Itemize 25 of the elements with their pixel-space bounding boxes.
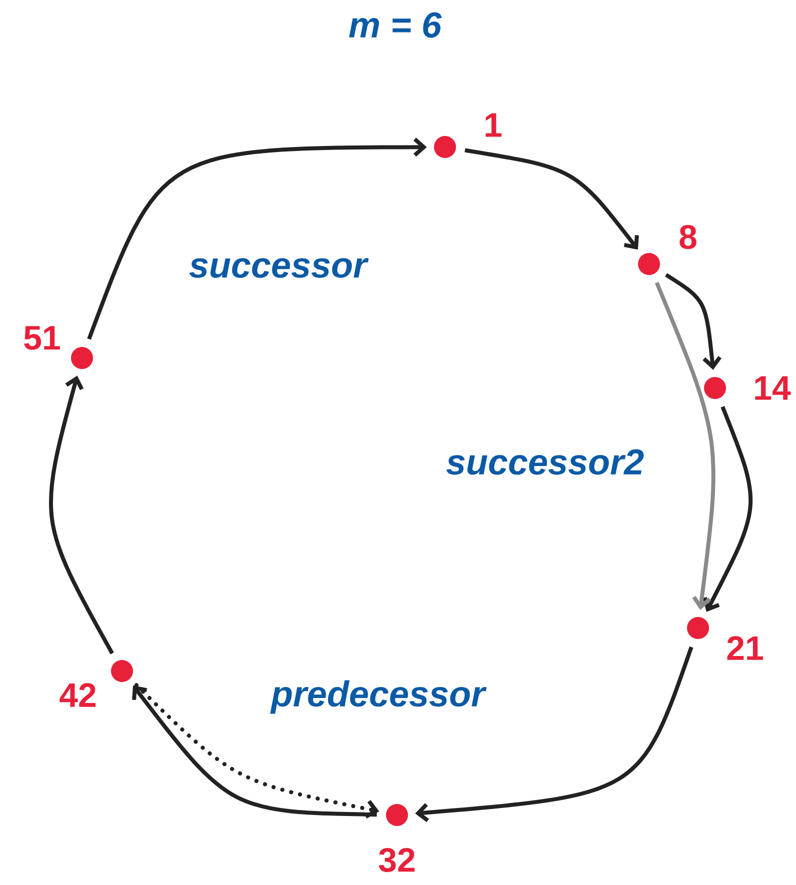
arrow	[415, 646, 694, 822]
ring-node: 51	[24, 326, 93, 369]
ring-node: 1	[434, 113, 502, 158]
ring-node: 21	[687, 617, 763, 660]
ring-node: 32	[378, 804, 415, 872]
node-label: 8	[680, 224, 696, 250]
arrow	[464, 148, 639, 250]
node-label: 14	[755, 376, 791, 400]
arrow	[702, 406, 752, 612]
arrow	[87, 138, 427, 340]
ring-node: 14	[704, 376, 791, 400]
node-label: 1	[486, 113, 502, 137]
node-label: 42	[60, 683, 96, 707]
title: m = 6	[349, 12, 442, 38]
node-label: 51	[24, 326, 60, 350]
edge-label: predecessor	[268, 678, 488, 716]
node-label: 32	[378, 848, 415, 872]
node-label: 21	[727, 636, 763, 660]
arrow	[654, 282, 716, 610]
edge-label: successor	[186, 256, 370, 280]
arrow	[665, 273, 722, 370]
ring-node: 8	[638, 224, 696, 275]
edge-label: successor2	[444, 447, 646, 477]
ring-node: 42	[60, 660, 133, 707]
arrow	[48, 376, 114, 654]
